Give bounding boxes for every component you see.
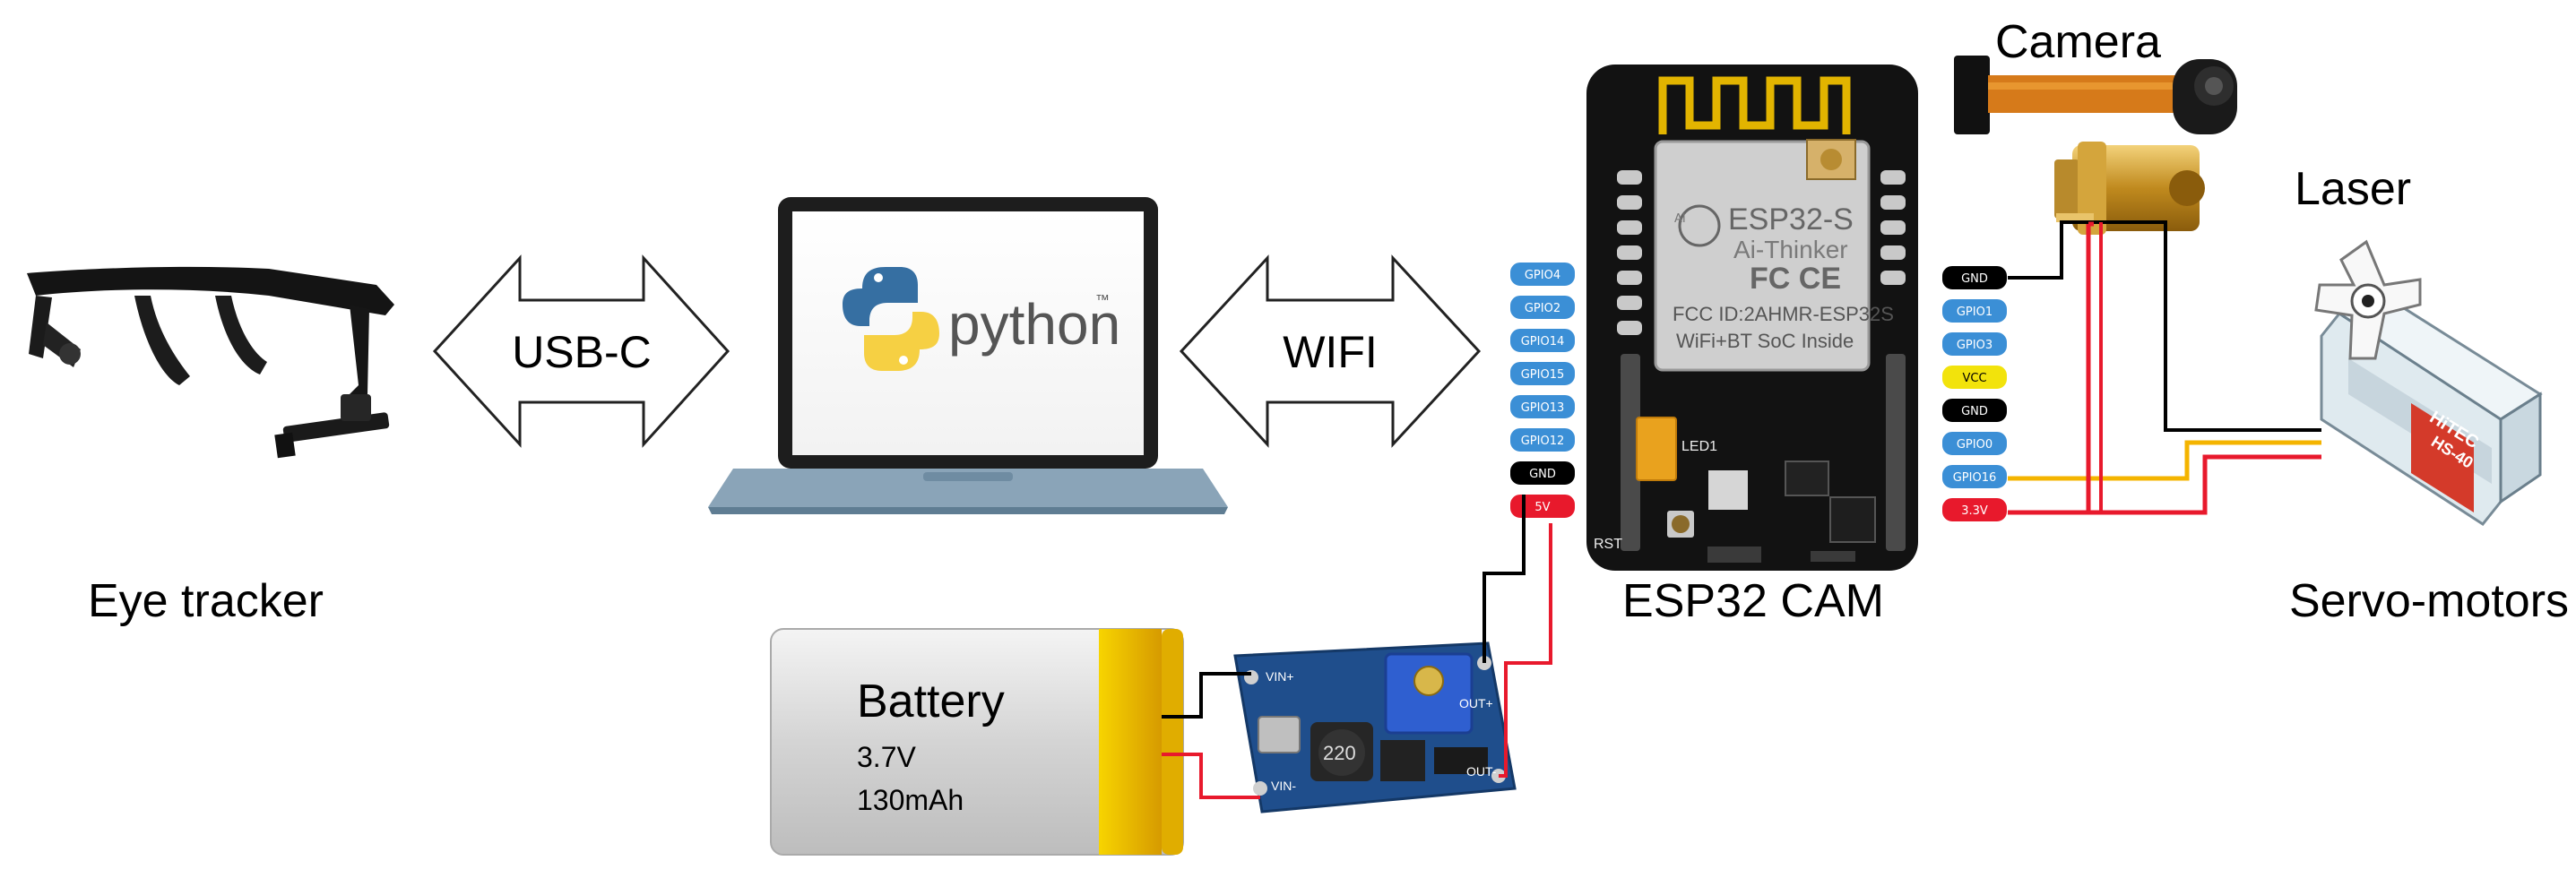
right-pin-pill-gpio3 [1941, 331, 2009, 357]
booster-out-plus: OUT+ [1459, 696, 1493, 710]
right-pin-label-33v: 3.3V [1961, 504, 1988, 518]
servo-motors-label: Servo-motors [2289, 575, 2569, 627]
servo-motor-icon: HiTEC HS-40 [2314, 239, 2543, 526]
left-pin-pill-gpio14 [1508, 327, 1577, 354]
booster-vin-plus: VIN+ [1266, 669, 1294, 684]
module-fcc-id: FCC ID:2AHMR-ESP32S [1673, 303, 1894, 325]
left-pin-label-gpio14: GPIO14 [1521, 335, 1565, 349]
wifi-arrow [1179, 254, 1482, 448]
left-pin-pill-gpio4 [1508, 261, 1577, 288]
module-name: ESP32-S [1728, 202, 1854, 237]
usb-c-arrow [432, 254, 730, 448]
eye-tracker-label: Eye tracker [88, 575, 324, 627]
right-pin-pill-gnd [1941, 397, 2009, 424]
laser-label: Laser [2295, 163, 2411, 215]
python-wordmark: python [948, 292, 1120, 357]
right-pin-pill-vcc [1941, 364, 2009, 391]
eye-tracker-glasses-icon [27, 266, 394, 459]
boost-converter-board [1233, 641, 1517, 813]
left-pin-label-gpio2: GPIO2 [1525, 302, 1560, 315]
booster-out-minus: OUT- [1466, 764, 1497, 779]
right-pin-label-gpio0: GPIO0 [1957, 438, 1993, 452]
battery-icon [770, 628, 1184, 856]
led1-label: LED1 [1681, 439, 1717, 454]
right-pin-label-gpio16: GPIO16 [1953, 471, 1997, 485]
left-pin-label-5v: 5V [1534, 501, 1550, 514]
right-pin-label-gpio1: GPIO1 [1957, 306, 1993, 319]
battery-capacity: 130mAh [857, 784, 964, 816]
esp32-cam-label: ESP32 CAM [1622, 575, 1884, 627]
rst-label: RST [1594, 537, 1622, 552]
left-pin-pill-5v [1508, 493, 1577, 520]
camera-label: Camera [1995, 16, 2161, 68]
module-fcc-ce: FC CE [1750, 262, 1841, 296]
right-side-wires [2008, 220, 2321, 515]
left-pin-pill-gpio13 [1508, 393, 1577, 420]
right-pin-label-gnd: GND [1961, 272, 1988, 286]
power-wires [1162, 495, 1552, 799]
right-pin-pill-gpio0 [1941, 430, 2009, 457]
left-pin-pill-gpio12 [1508, 426, 1577, 453]
left-pin-pill-gnd [1508, 460, 1577, 486]
battery-voltage: 3.7V [857, 741, 916, 773]
booster-vin-minus: VIN- [1271, 779, 1296, 793]
right-pin-pill-gpio1 [1941, 297, 2009, 324]
laptop-icon [708, 197, 1228, 514]
usb-c-label: USB-C [512, 327, 652, 377]
left-pin-label-gnd: GND [1529, 468, 1556, 481]
left-pin-label-gpio4: GPIO4 [1525, 269, 1560, 282]
module-soc-text: WiFi+BT SoC Inside [1676, 330, 1854, 352]
wifi-label: WIFI [1283, 327, 1378, 377]
module-ai-logo: AI [1674, 212, 1686, 226]
right-pin-label-gpio3: GPIO3 [1957, 339, 1993, 352]
inductor-label: 220 [1323, 742, 1356, 764]
left-pin-label-gpio12: GPIO12 [1521, 435, 1565, 448]
module-vendor: Ai-Thinker [1733, 236, 1848, 263]
left-pin-pill-gpio2 [1508, 294, 1577, 321]
left-pin-label-gpio15: GPIO15 [1521, 368, 1565, 382]
python-trademark: ™ [1095, 293, 1110, 308]
camera-module-icon [1954, 56, 2237, 134]
esp32-cam-board [1586, 65, 1918, 571]
battery-title: Battery [857, 676, 1005, 727]
laser-module-icon [2054, 142, 2205, 235]
right-pin-label-vcc: VCC [1962, 372, 1986, 385]
left-pin-label-gpio13: GPIO13 [1521, 401, 1565, 415]
right-pin-pill-33v [1941, 496, 2009, 523]
left-pin-pill-gpio15 [1508, 360, 1577, 387]
python-logo-icon [843, 267, 939, 371]
right-pin-label-gnd: GND [1961, 405, 1988, 418]
